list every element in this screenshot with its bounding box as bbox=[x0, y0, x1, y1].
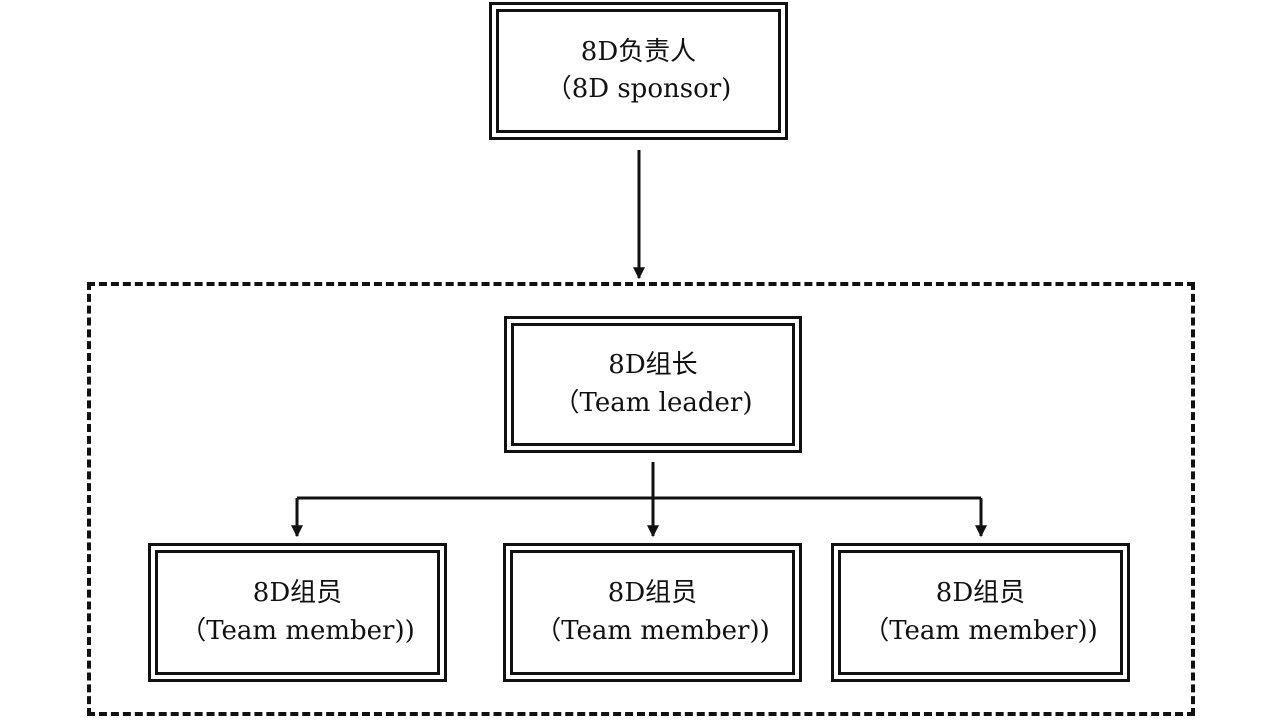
team-member-1-title: 8D组员 bbox=[252, 578, 343, 609]
sponsor-node: 8D负责人 （8D sponsor) bbox=[489, 2, 788, 140]
team-member-3-title: 8D组员 bbox=[935, 578, 1026, 609]
team-member-node-3: 8D组员 （Team member)) bbox=[831, 543, 1130, 682]
sponsor-subtitle: （8D sponsor) bbox=[545, 74, 732, 104]
team-boundary-dashed-frame bbox=[87, 282, 1195, 716]
team-member-node-1-inner-frame: 8D组员 （Team member)) bbox=[155, 550, 440, 675]
team-leader-title: 8D组长 bbox=[608, 350, 698, 381]
team-member-1-subtitle: （Team member)) bbox=[180, 615, 415, 646]
team-member-3-subtitle: （Team member)) bbox=[863, 615, 1098, 646]
team-member-2-subtitle: （Team member)) bbox=[535, 615, 770, 646]
team-member-node-1: 8D组员 （Team member)) bbox=[148, 543, 447, 682]
team-leader-node-inner-frame: 8D组长 （Team leader) bbox=[511, 323, 795, 446]
team-leader-subtitle: （Team leader) bbox=[553, 387, 753, 418]
sponsor-title: 8D负责人 bbox=[580, 36, 697, 67]
team-member-node-2: 8D组员 （Team member)) bbox=[503, 543, 802, 682]
team-member-2-title: 8D组员 bbox=[607, 578, 698, 609]
team-leader-node: 8D组长 （Team leader) bbox=[504, 316, 802, 453]
sponsor-node-inner-frame: 8D负责人 （8D sponsor) bbox=[496, 9, 781, 133]
team-member-node-2-inner-frame: 8D组员 （Team member)) bbox=[510, 550, 795, 675]
team-member-node-3-inner-frame: 8D组员 （Team member)) bbox=[838, 550, 1123, 675]
